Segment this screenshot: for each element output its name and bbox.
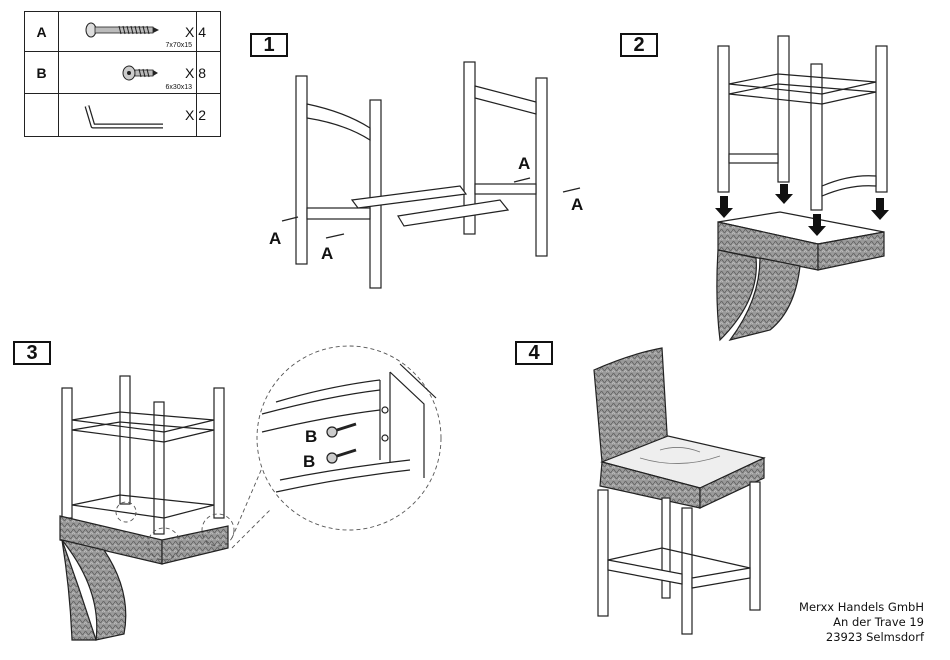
callout-b: B bbox=[305, 427, 317, 446]
callout-a: A bbox=[321, 244, 333, 263]
step2-frame bbox=[718, 36, 887, 210]
company-street: An der Trave 19 bbox=[799, 615, 924, 630]
detail-callout bbox=[116, 346, 441, 560]
detail-view bbox=[262, 364, 436, 492]
callout-b: B bbox=[303, 452, 315, 471]
step4-chair bbox=[594, 348, 764, 634]
short-screw-icon bbox=[327, 424, 356, 463]
company-city: 23923 Selmsdorf bbox=[799, 630, 924, 645]
step3-frame bbox=[62, 376, 224, 534]
callout-a: A bbox=[571, 195, 583, 214]
company-name: Merxx Handels GmbH bbox=[799, 600, 924, 615]
company-address: Merxx Handels GmbH An der Trave 19 23923… bbox=[799, 600, 924, 645]
step2-seat bbox=[717, 212, 884, 340]
callout-a: A bbox=[518, 154, 530, 173]
step1-frame bbox=[296, 62, 547, 288]
callout-a: A bbox=[269, 229, 281, 248]
